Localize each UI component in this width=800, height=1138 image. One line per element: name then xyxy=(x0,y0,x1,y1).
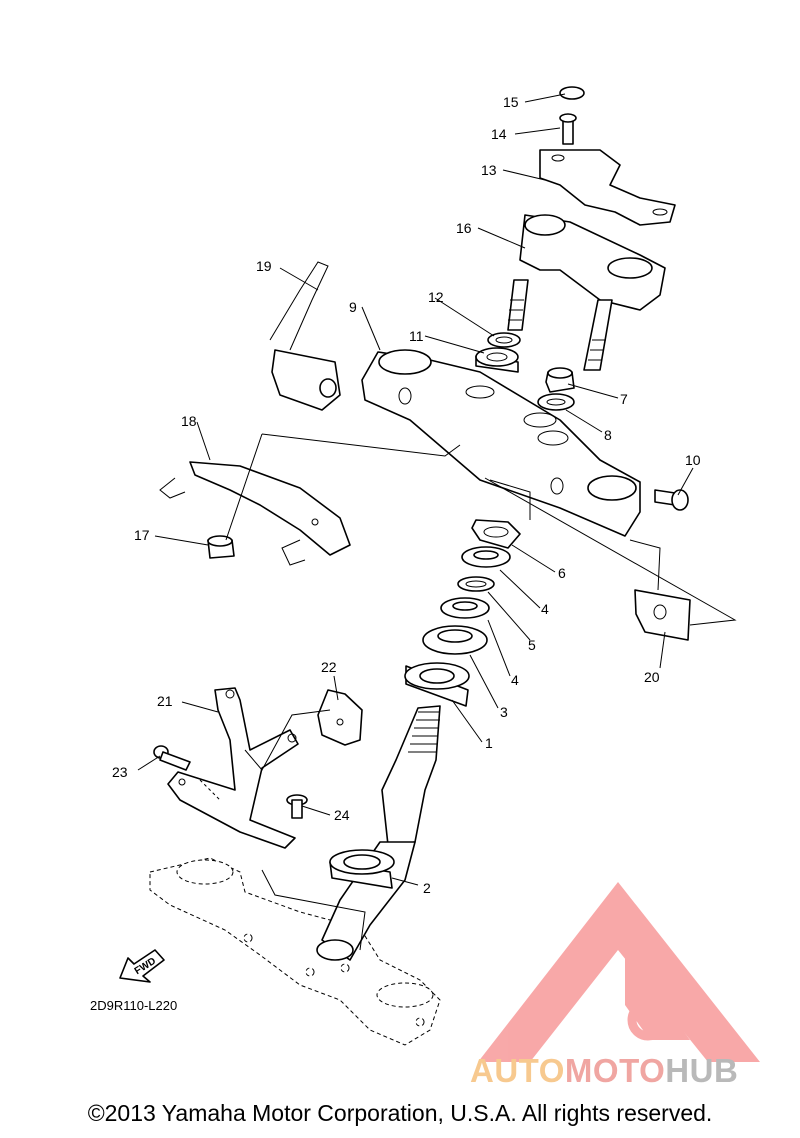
callout-1: 1 xyxy=(485,735,493,751)
callout-23: 23 xyxy=(112,764,128,780)
upper-bracket xyxy=(361,349,641,537)
washer-12 xyxy=(487,332,521,348)
washer-8 xyxy=(537,393,575,411)
callout-3: 3 xyxy=(500,704,508,720)
copyright-footer: ©2013 Yamaha Motor Corporation, U.S.A. A… xyxy=(87,1100,713,1126)
bracket-21 xyxy=(167,687,299,849)
callout-13: 13 xyxy=(481,162,497,178)
lock-washer xyxy=(471,519,521,549)
clip-20 xyxy=(629,539,691,641)
bolt-24 xyxy=(286,794,308,819)
handlebar-holder-upper xyxy=(539,149,676,226)
watermark-word-moto: MOTO xyxy=(564,1052,666,1089)
fwd-arrow: FWD xyxy=(119,949,165,983)
race-cover xyxy=(422,625,488,655)
bolt-23 xyxy=(153,745,191,771)
rubber-washer xyxy=(457,576,495,592)
callout-21: 21 xyxy=(157,693,173,709)
callout-15: 15 xyxy=(503,94,519,110)
cable-guide-19 xyxy=(269,261,341,411)
handlebar-holder-lower xyxy=(507,214,666,371)
callout-4b: 4 xyxy=(511,672,519,688)
bearing-lower xyxy=(329,849,395,889)
bearing-upper xyxy=(404,662,470,707)
callout-10: 10 xyxy=(685,452,701,468)
callout-20: 20 xyxy=(644,669,660,685)
callout-6: 6 xyxy=(558,565,566,581)
ring-nut-lower xyxy=(440,597,490,619)
bolt-14 xyxy=(559,113,577,145)
callout-12: 12 xyxy=(428,289,444,305)
leader-lines xyxy=(137,93,694,886)
callout-2: 2 xyxy=(423,880,431,896)
nut-17 xyxy=(207,535,235,559)
bracket-18 xyxy=(159,461,351,566)
steering-stem xyxy=(316,705,441,961)
callout-17: 17 xyxy=(134,527,150,543)
watermark-word-auto: AUTO xyxy=(470,1052,565,1089)
callout-18: 18 xyxy=(181,413,197,429)
cap-15 xyxy=(559,86,585,100)
callout-7: 7 xyxy=(620,391,628,407)
callout-14: 14 xyxy=(491,126,507,142)
callout-4a: 4 xyxy=(541,601,549,617)
assembly-lines xyxy=(199,433,737,951)
lower-bracket-ghost xyxy=(149,857,441,1046)
bracket-22 xyxy=(317,689,363,746)
callout-9: 9 xyxy=(349,299,357,315)
callouts: 15 14 13 16 19 9 12 11 7 8 10 18 17 6 4 … xyxy=(112,94,701,896)
callout-22: 22 xyxy=(321,659,337,675)
watermark-word-hub: HUB xyxy=(665,1052,739,1089)
callout-11: 11 xyxy=(409,328,424,344)
damper-11 xyxy=(475,347,519,373)
watermark-logo xyxy=(478,882,760,1062)
nut-7 xyxy=(545,367,575,393)
ring-nut-upper xyxy=(461,546,511,568)
callout-24: 24 xyxy=(334,807,350,823)
callout-19: 19 xyxy=(256,258,272,274)
pinch-bolt xyxy=(654,489,689,511)
callout-5: 5 xyxy=(528,637,536,653)
callout-8: 8 xyxy=(604,427,612,443)
watermark-wordmark: AUTOMOTOHUB xyxy=(470,1052,738,1090)
diagram-code: 2D9R110-L220 xyxy=(90,998,177,1013)
callout-16: 16 xyxy=(456,220,472,236)
